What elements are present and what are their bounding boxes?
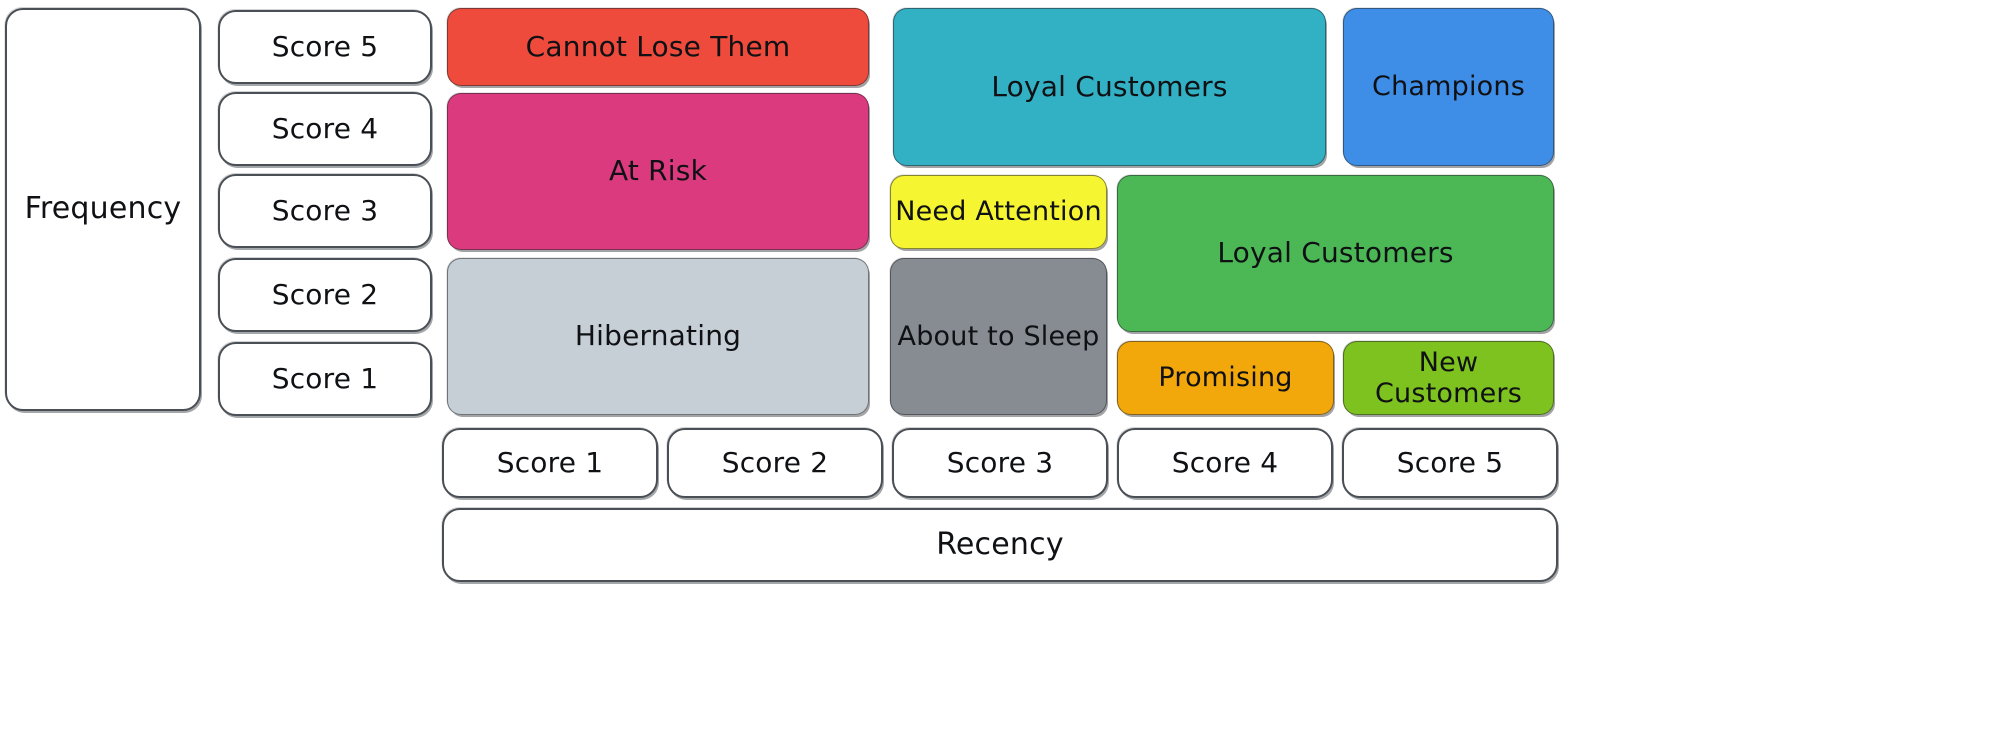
segment-about-to-sleep[interactable]: About to Sleep (890, 258, 1107, 415)
recency-axis-label: Recency (442, 508, 1558, 582)
segment-hibernating[interactable]: Hibernating (447, 258, 869, 415)
recency-score-3[interactable]: Score 3 (892, 428, 1108, 498)
segment-promising[interactable]: Promising (1117, 341, 1334, 415)
segment-at-risk[interactable]: At Risk (447, 93, 869, 250)
frequency-score-1[interactable]: Score 1 (218, 342, 432, 416)
frequency-axis-label: Frequency (5, 8, 201, 411)
segment-cannot-lose-them[interactable]: Cannot Lose Them (447, 8, 869, 86)
frequency-score-4[interactable]: Score 4 (218, 92, 432, 166)
segment-need-attention[interactable]: Need Attention (890, 175, 1107, 249)
segment-loyal-customers-teal[interactable]: Loyal Customers (893, 8, 1326, 166)
frequency-score-2[interactable]: Score 2 (218, 258, 432, 332)
segment-new-customers[interactable]: New Customers (1343, 341, 1554, 415)
recency-score-4[interactable]: Score 4 (1117, 428, 1333, 498)
recency-score-1[interactable]: Score 1 (442, 428, 658, 498)
frequency-score-5[interactable]: Score 5 (218, 10, 432, 84)
segment-champions[interactable]: Champions (1343, 8, 1554, 166)
segment-loyal-customers-green[interactable]: Loyal Customers (1117, 175, 1554, 332)
recency-score-2[interactable]: Score 2 (667, 428, 883, 498)
frequency-score-3[interactable]: Score 3 (218, 174, 432, 248)
recency-score-5[interactable]: Score 5 (1342, 428, 1558, 498)
